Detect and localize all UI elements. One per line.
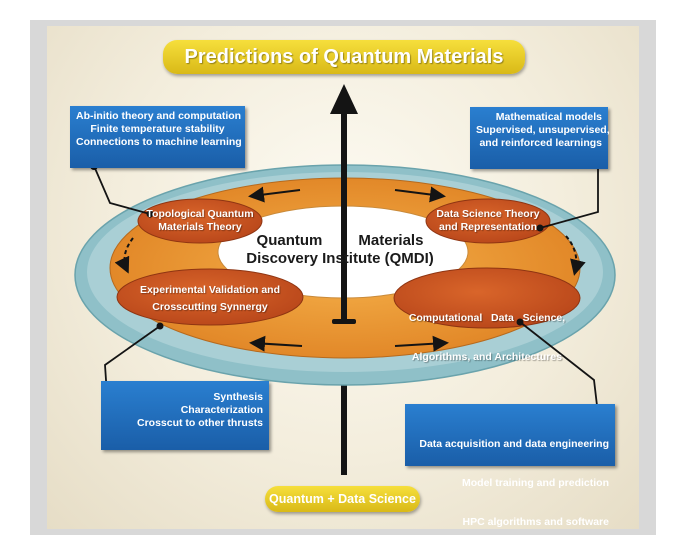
center-line-2: Discovery Institute (QMDI) [246, 250, 434, 267]
pod-topological [137, 198, 263, 244]
center-line-1: Quantum Materials [210, 232, 470, 250]
info-top-left-line-2: Finite temperature stability [90, 123, 225, 135]
info-top-right-line-1: Mathematical models [495, 111, 602, 123]
center-word-quantum: Quantum [256, 232, 323, 249]
vertical-axis-arrowhead [330, 84, 358, 114]
info-top-right-line-2: Supervised, unsupervised, [476, 124, 610, 136]
title-banner: Predictions of Quantum Materials [163, 40, 525, 74]
info-top-right-line-3: and reinforced learnings [479, 137, 602, 149]
pod-topological-line-2: Materials Theory [158, 221, 242, 233]
info-top-left-line-3: Connections to machine learning [76, 136, 242, 148]
info-bottom-left-line-3: Crosscut to other thrusts [136, 417, 263, 429]
cycle-arrow-top-right [394, 186, 446, 203]
pod-label-topological: Topological Quantum Materials Theory [140, 208, 260, 234]
vertical-axis-lower [341, 300, 347, 475]
pod-data-science-line-1: Data Science Theory [436, 208, 540, 220]
info-top-left-line-1: Ab-initio theory and computation [76, 110, 242, 122]
info-bottom-left-line-2: Characterization [180, 404, 263, 416]
pod-label-experimental: Experimental Validation and Crosscutting… [120, 282, 300, 316]
connector-dot-topological [146, 210, 154, 218]
pod-label-computational: Computational Data Science, Algorithms, … [397, 286, 577, 390]
pod-label-data-science: Data Science Theory and Representation [428, 208, 548, 234]
info-bottom-right-line-2: Model training and prediction [462, 477, 609, 489]
info-box-bottom-right: Data acquisition and data engineering Mo… [405, 404, 615, 528]
info-box-top-right: Mathematical models Supervised, unsuperv… [470, 107, 610, 169]
info-bottom-right-line-1: Data acquisition and data engineering [419, 438, 609, 450]
pod-topological-line-1: Topological Quantum [146, 208, 254, 220]
vertical-axis-tee [332, 319, 356, 324]
center-word-materials: Materials [358, 232, 424, 249]
pod-data-science-line-2: and Representation [438, 221, 538, 233]
pod-data-science [425, 198, 551, 244]
vertical-axis-upper [341, 112, 347, 322]
pod-computational-line-1: Computational Data Science, [408, 312, 566, 324]
info-box-top-left: Ab-initio theory and computation Finite … [70, 106, 245, 168]
info-bottom-right-line-3: HPC algorithms and software [462, 516, 609, 528]
cycle-arrow-bottom-left [249, 335, 303, 352]
pod-computational-line-2: Algorithms, and Architectures [411, 351, 563, 363]
pod-computational [393, 267, 581, 329]
pod-experimental-line-2: Crosscutting Synnergy [152, 301, 268, 313]
connector-top-right [539, 157, 599, 229]
connector-dot-computational [516, 318, 524, 326]
connector-dot-data-science [536, 224, 544, 232]
connector-top-left [93, 165, 151, 215]
info-box-bottom-left: Synthesis Characterization Crosscut to o… [101, 381, 269, 450]
cycle-arrow-left [114, 237, 134, 274]
cycle-arrow-top-left [248, 186, 301, 203]
info-bottom-left-line-1: Synthesis [213, 391, 263, 403]
footer-banner: Quantum + Data Science [265, 486, 420, 512]
center-label: Quantum Materials Discovery Institute (QM… [210, 232, 470, 268]
connector-bottom-right [519, 321, 599, 415]
pod-experimental [116, 268, 304, 326]
connector-dot-experimental [156, 322, 164, 330]
cycle-arrow-right [565, 235, 586, 276]
pod-experimental-line-1: Experimental Validation and [139, 284, 281, 296]
cycle-arrow-bottom-right [394, 335, 449, 352]
